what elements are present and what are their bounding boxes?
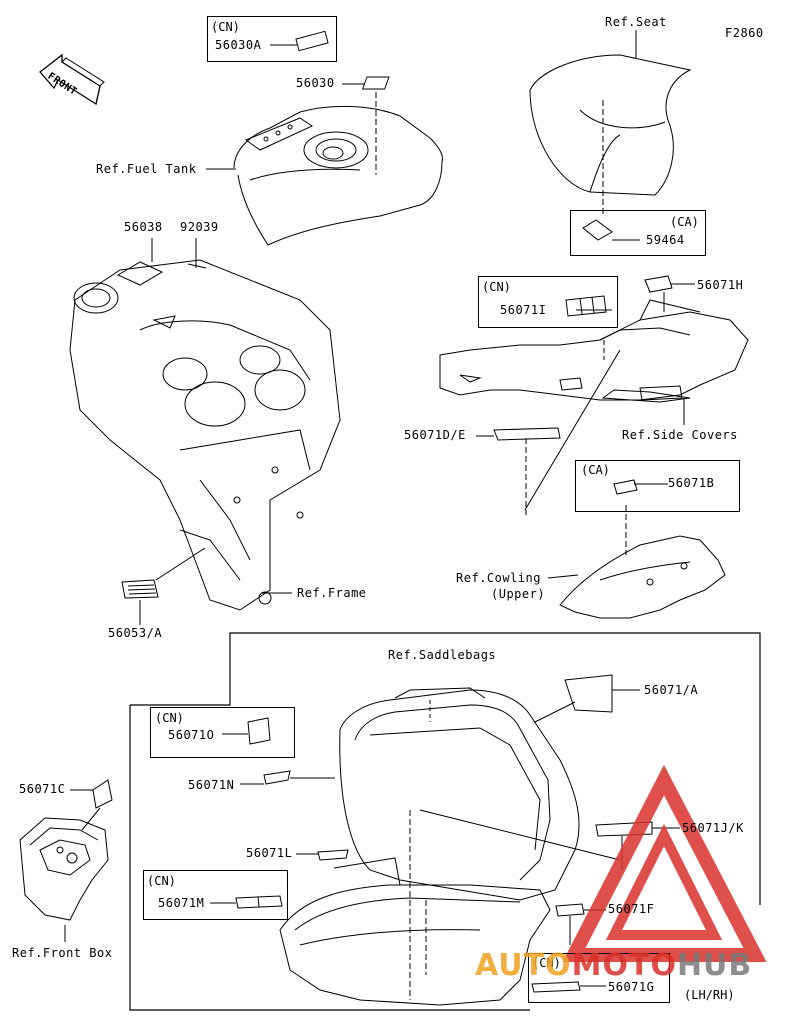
region-tag-lh-rh: (LH/RH): [684, 988, 735, 1002]
region-tag-cn: (CN): [532, 956, 561, 970]
front-arrow-icon: [39, 53, 105, 106]
part-56071o[interactable]: 56071O: [168, 728, 215, 742]
ref-saddlebags-label: Ref.Saddlebags: [388, 648, 497, 662]
ref-side-covers-label: Ref.Side Covers: [622, 428, 738, 442]
part-56071b[interactable]: 56071B: [668, 476, 715, 490]
watermark-hub: HUB: [676, 948, 753, 983]
ref-fuel-tank-label: Ref.Fuel Tank: [96, 162, 197, 176]
region-tag-cn: (CN): [211, 20, 240, 34]
cn-box-56071m: [143, 870, 288, 920]
part-59464[interactable]: 59464: [646, 233, 685, 247]
region-tag-cn: (CN): [147, 874, 176, 888]
part-56038[interactable]: 56038: [124, 220, 163, 234]
watermark-text: AUTOMOTOHUB: [475, 948, 752, 983]
ca-box-56071b: [575, 460, 740, 512]
part-56053a[interactable]: 56053/A: [108, 626, 163, 640]
part-56071l[interactable]: 56071L: [246, 846, 293, 860]
watermark-auto: AUTO: [475, 948, 572, 983]
part-56030[interactable]: 56030: [296, 76, 335, 90]
part-56030a[interactable]: 56030A: [215, 38, 262, 52]
region-tag-cn: (CN): [482, 280, 511, 294]
region-tag-ca: (CA): [581, 463, 610, 477]
part-56071h[interactable]: 56071H: [697, 278, 744, 292]
part-56071c[interactable]: 56071C: [19, 782, 66, 796]
ref-cowling-label: Ref.Cowling: [456, 571, 541, 585]
ref-cowling-upper-label: (Upper): [491, 587, 546, 601]
ref-frame-label: Ref.Frame: [297, 586, 367, 600]
part-56071a[interactable]: 56071/A: [644, 683, 699, 697]
saddlebag-drawing: [240, 674, 680, 1006]
ref-seat-label: Ref.Seat: [605, 15, 667, 29]
front-box-drawing: [19, 779, 113, 942]
diagram-code: F2860: [725, 26, 764, 40]
cn-box-56071o: [150, 707, 295, 758]
cn-box-56071g: [528, 953, 670, 1003]
part-56071de[interactable]: 56071D/E: [404, 428, 466, 442]
watermark-logo: [562, 764, 767, 962]
part-56071n[interactable]: 56071N: [188, 778, 235, 792]
part-56071g[interactable]: 56071G: [608, 980, 655, 994]
region-tag-cn: (CN): [155, 711, 184, 725]
part-56071f[interactable]: 56071F: [608, 902, 655, 916]
part-56071i[interactable]: 56071I: [500, 303, 547, 317]
fuel-tank-drawing: [233, 76, 443, 246]
part-92039[interactable]: 92039: [180, 220, 219, 234]
region-tag-ca: (CA): [670, 215, 699, 229]
part-56071m[interactable]: 56071M: [158, 896, 205, 910]
seat-drawing: [529, 30, 692, 241]
cn-box-56071i: [478, 276, 618, 328]
cn-box-56030a: [207, 16, 337, 62]
side-covers-drawing: [439, 275, 749, 515]
frame-drawing: [69, 238, 341, 611]
part-56071jk[interactable]: 56071J/K: [682, 821, 744, 835]
ref-front-box-label: Ref.Front Box: [12, 946, 113, 960]
watermark-moto: MOTO: [571, 948, 677, 983]
cowling-drawing: [547, 479, 726, 619]
ca-box-59464: [570, 210, 706, 256]
